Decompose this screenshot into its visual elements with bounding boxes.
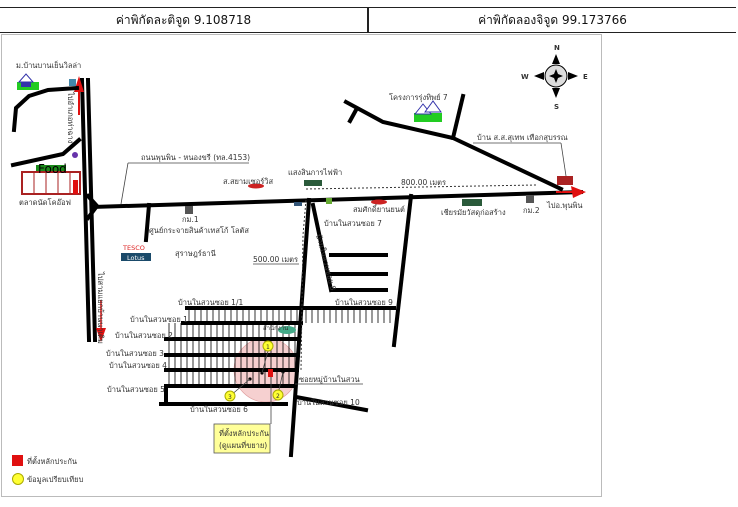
label-chiang-construction: เชียรมัยวัสดุก่อสร้าง (441, 208, 506, 217)
location-map: 800.00 เมตร 500.00 เมตร N S E W Food TES… (1, 34, 602, 497)
sign-icon (69, 79, 76, 86)
tesco-lotus-logo: TESCO Lotus (121, 244, 151, 262)
label-village-entry: ซอยหมู่บ้านในสวน (299, 375, 360, 384)
label-siam-auto: ส.สยามเซอร์วิส (223, 177, 273, 186)
road-northeast (343, 99, 564, 192)
collateral-callout-box: ที่ตั้งหลักประกัน (ดูแผนที่ขยาย) (213, 423, 271, 454)
svg-text:E: E (583, 73, 588, 81)
road-west-upper (11, 85, 80, 133)
coordinates-header: ค่าพิกัดละติจูด 9.108718 ค่าพิกัดลองจิจู… (0, 7, 736, 33)
road-soi-10 (293, 394, 369, 413)
svg-text:1: 1 (266, 344, 270, 351)
latitude-cell: ค่าพิกัดละติจูด 9.108718 (115, 12, 252, 27)
comparable-1[interactable]: 1 (262, 340, 274, 352)
road-soi-village (288, 197, 312, 458)
map-canvas: 800.00 เมตร 500.00 เมตร N S E W Food TES… (10, 44, 588, 485)
legend-collateral-label: ที่ตั้งหลักประกัน (27, 456, 77, 466)
svg-text:Lotus: Lotus (127, 254, 145, 262)
svg-text:(ดูแผนที่ขยาย): (ดูแผนที่ขยาย) (219, 440, 267, 450)
label-market: ตลาดนัดโคอ๊อฟ (19, 198, 71, 207)
label-main-road: ถนนพุนพิน - หนองขรี (ทล.4153) (141, 153, 250, 162)
comparable-3[interactable]: 3 (224, 390, 236, 402)
shop-icon (304, 180, 322, 186)
collateral-marker[interactable] (268, 369, 273, 377)
seven-eleven-icon (326, 198, 332, 204)
project-house-icon (413, 100, 442, 122)
arrow-east-icon (571, 186, 586, 198)
label-soi3: บ้านในสวนซอย 3 (106, 349, 164, 358)
comparable-2[interactable]: 2 (272, 389, 284, 401)
village-grid (159, 306, 391, 406)
label-soi7: บ้านในสวนซอย 7 (324, 219, 382, 228)
distance-500-line (300, 199, 307, 371)
label-to-phunphin: ไปอ.พุนพิน (546, 201, 583, 210)
label-soi9: บ้านในสวนซอย 9 (335, 298, 393, 307)
highway-north-south (79, 77, 98, 343)
longitude-cell: ค่าพิกัดลองจิจูด 99.173766 (367, 8, 736, 32)
main-road (90, 189, 584, 210)
label-distribution-center: ศูนย์กระจายสินค้าเทสโก้ โลตัส (149, 226, 249, 235)
label-surat: สุราษฎร์ธานี (175, 249, 216, 258)
svg-text:W: W (521, 73, 529, 81)
svg-text:3: 3 (228, 394, 232, 401)
food-sign: Food (38, 162, 67, 176)
store-icon (462, 199, 482, 206)
label-soi6: บ้านในสวนซอย 6 (190, 405, 248, 414)
label-village-yen-villa: ม.บ้านบานเย็นวิลล่า (16, 60, 81, 70)
label-km2: กม.2 (523, 206, 540, 215)
atm-icon (294, 202, 302, 206)
distance-500-label: 500.00 เมตร (253, 255, 298, 264)
label-soi10: บ้านในสวนซอย 10 (297, 398, 360, 407)
legend-comparable-icon (12, 473, 24, 485)
svg-text:TESCO: TESCO (122, 244, 145, 252)
legend-comparable-label: ข้อมูลเปรียบเทียบ (27, 475, 84, 484)
label-soi1: บ้านในสวนซอย 1 (130, 315, 188, 324)
label-to-tha-chang: ไปอำเภอท่าฉาง (66, 91, 75, 144)
label-to-junction: ไปสามแยกบ้านนาเดิม (96, 271, 105, 344)
temple-icon (72, 152, 78, 158)
car-icon (371, 199, 387, 205)
label-soi2: บ้านในสวนซอย 2 (115, 331, 173, 340)
label-soi8: บ้านในสวนซอย 8 (314, 233, 338, 292)
svg-text:2: 2 (276, 393, 280, 400)
map-legend: ที่ตั้งหลักประกัน ข้อมูลเปรียบเทียบ (12, 455, 84, 485)
label-office: สำนักงาน (263, 325, 288, 332)
svg-text:N: N (554, 44, 560, 52)
market-icon (21, 165, 81, 195)
km2-marker-icon (526, 195, 534, 203)
km1-marker-icon (185, 206, 193, 214)
village-house-icon (17, 73, 39, 90)
label-house: บ้าน ส.ส.สุเทพ เทือกสุบรรณ (477, 133, 568, 142)
residence-icon (557, 176, 573, 185)
label-somsak-auto: สมศักดิ์ยานยนต์ (353, 204, 405, 214)
distance-800-label: 800.00 เมตร (401, 178, 446, 187)
legend-collateral-icon (12, 455, 23, 466)
compass-icon: N S E W (521, 44, 588, 111)
road-soi-8 (310, 202, 334, 293)
label-soi5: บ้านในสวนซอย 5 (107, 385, 165, 394)
road-west-lower (10, 137, 82, 168)
car-icon (248, 183, 264, 189)
office-icon (278, 326, 296, 334)
label-soi4: บ้านในสวนซอย 4 (109, 361, 167, 370)
label-electric-shop: แสงสินการไฟฟ้า (288, 168, 342, 177)
svg-text:S: S (554, 103, 559, 111)
label-soi1-1: บ้านในสวนซอย 1/1 (178, 298, 243, 307)
label-km1: กม.1 (182, 215, 199, 224)
svg-text:ที่ตั้งหลักประกัน: ที่ตั้งหลักประกัน (219, 428, 269, 438)
arrow-south-icon (96, 328, 106, 342)
label-project-rungthip: โครงการรุ่งทิพย์ 7 (389, 93, 448, 102)
